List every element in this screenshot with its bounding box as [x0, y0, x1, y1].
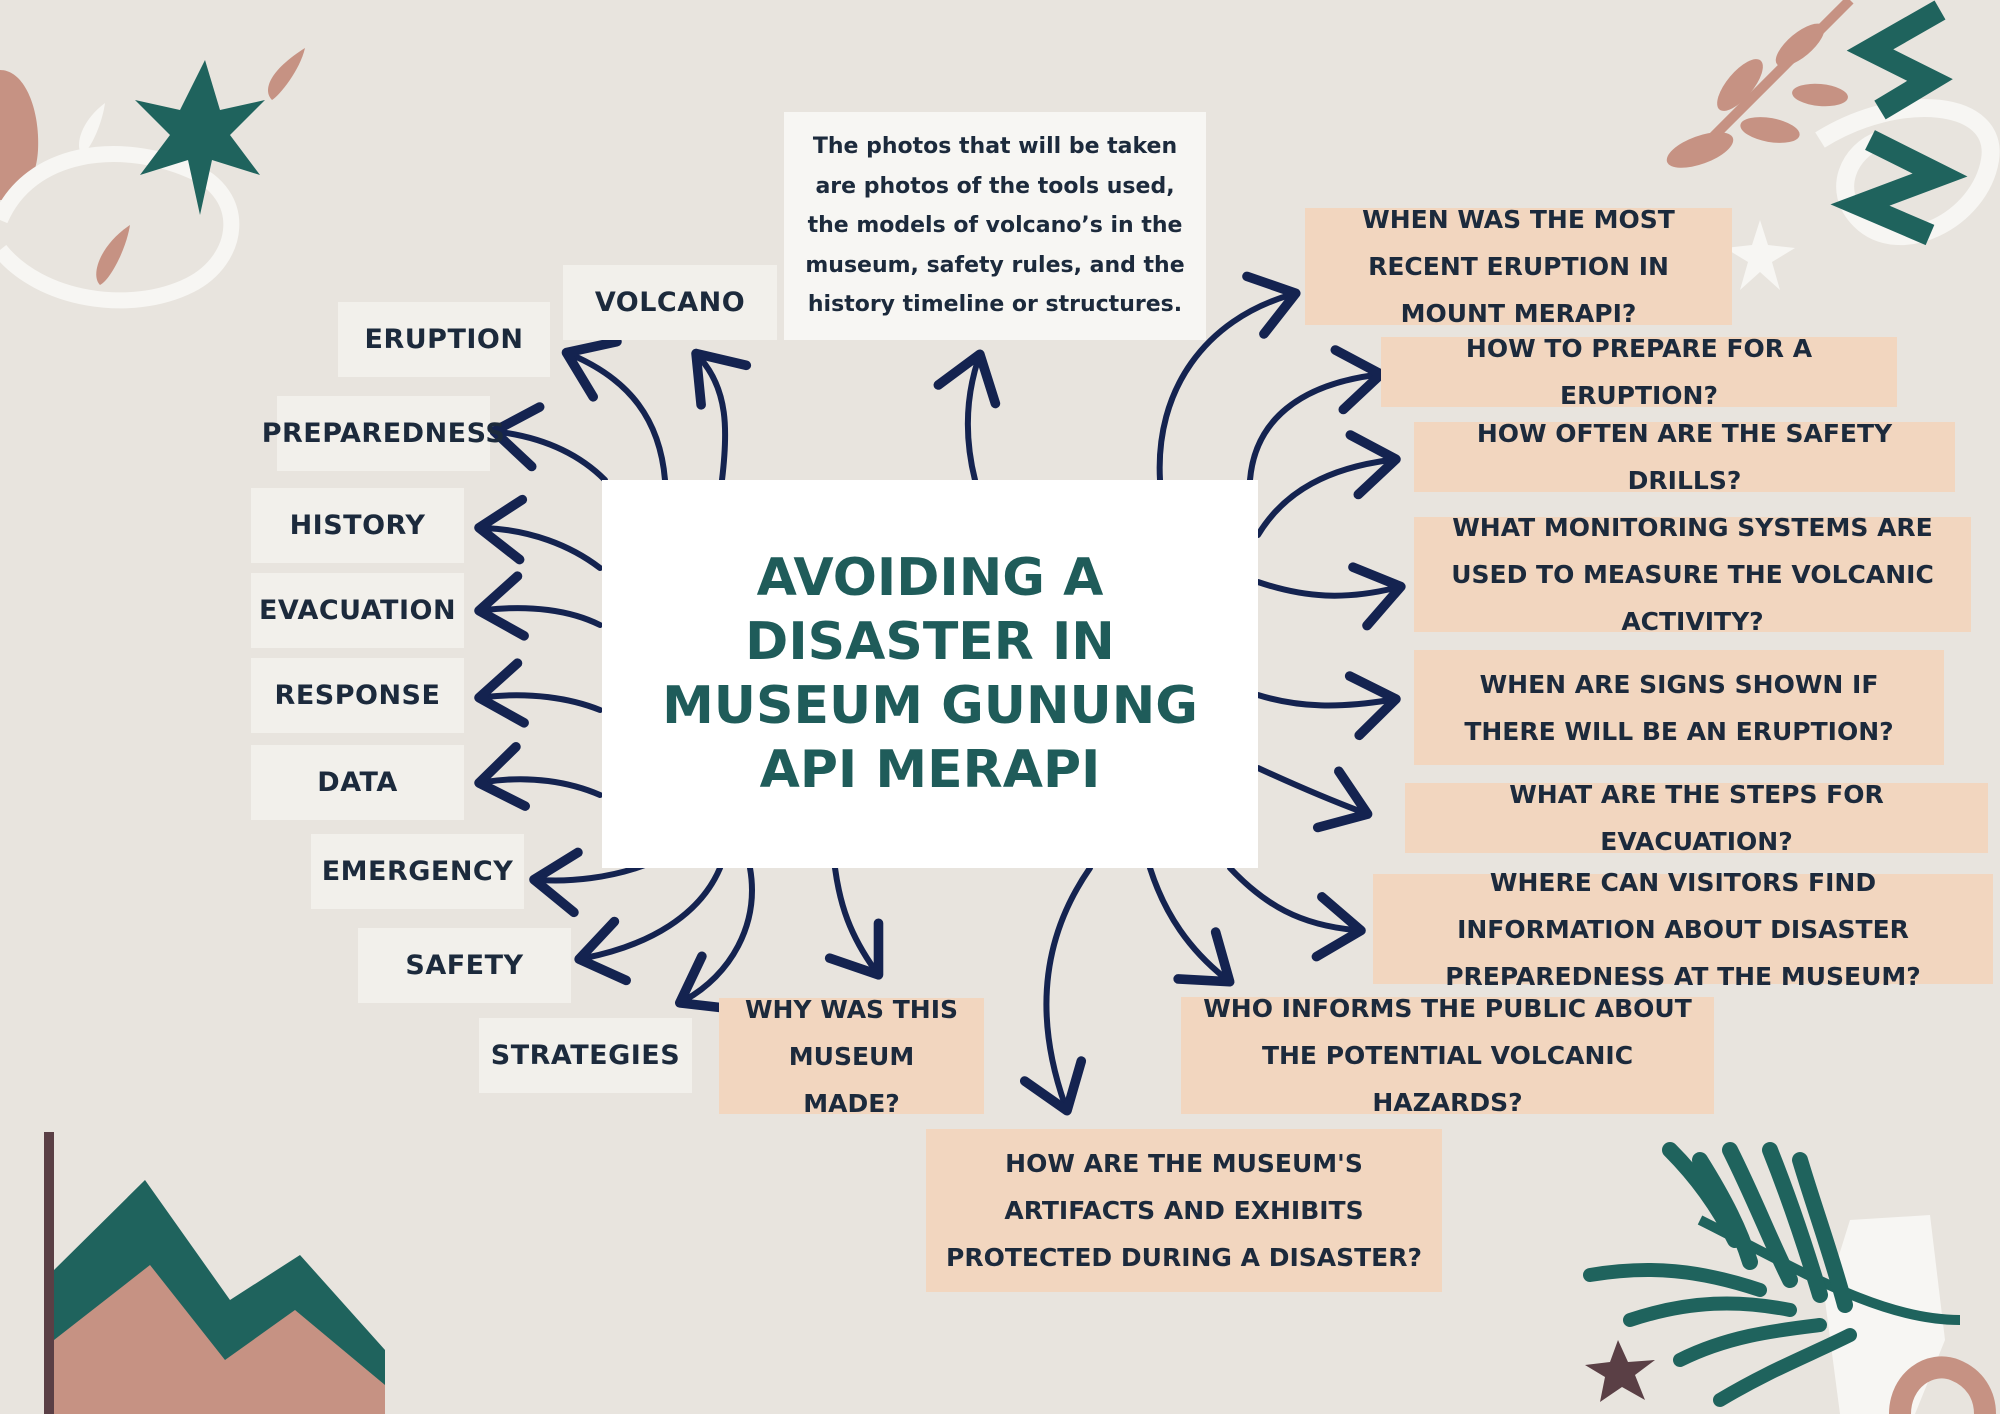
- question-monitoring: WHAT MONITORING SYSTEMS ARE USED TO MEAS…: [1414, 513, 1971, 636]
- arrow-to-artifacts: [1019, 865, 1093, 1116]
- question-prepare-text: HOW TO PREPARE FOR A ERUPTION?: [1465, 334, 1813, 410]
- question-monitoring-text: WHAT MONITORING SYSTEMS ARE USED TO MEAS…: [1451, 513, 1934, 636]
- photo-note-box: The photos that will be taken are photos…: [784, 112, 1206, 340]
- flag-pole-shape: [44, 1132, 54, 1414]
- keyword-evacuation: EVACUATION: [251, 573, 464, 648]
- keyword-emergency: EMERGENCY: [311, 834, 524, 909]
- keyword-response-label: RESPONSE: [274, 680, 441, 711]
- rose-drop-shape: [268, 48, 305, 100]
- keyword-emergency-label: EMERGENCY: [321, 856, 514, 887]
- teal-fern-leaf-shape: [1722, 1142, 1798, 1288]
- arrow-to-response: [474, 658, 603, 728]
- teal-zigzag-shape: [1830, 130, 1968, 246]
- arrow-to-why-made: [824, 865, 884, 980]
- arrow-to-data: [474, 742, 603, 811]
- rose-mountain-shape: [54, 1265, 385, 1414]
- keyword-safety: SAFETY: [358, 928, 571, 1003]
- question-signs-text: WHEN ARE SIGNS SHOWN IF THERE WILL BE AN…: [1464, 669, 1894, 746]
- arrow-to-evacuation: [474, 571, 603, 641]
- arrow-to-evacuation-steps: [1255, 765, 1373, 833]
- arrow-to-signs: [1255, 671, 1401, 741]
- question-signs: WHEN ARE SIGNS SHOWN IF THERE WILL BE AN…: [1414, 650, 1944, 765]
- question-information-text: WHERE CAN VISITORS FIND INFORMATION ABOU…: [1445, 867, 1921, 991]
- keyword-data: DATA: [251, 745, 464, 820]
- rose-leaf-shape: [0, 70, 39, 200]
- keyword-eruption-label: ERUPTION: [364, 324, 524, 355]
- center-title: AVOIDING A DISASTER IN MUSEUM GUNUNG API…: [662, 548, 1198, 800]
- rose-branch-shape: [1696, 0, 1854, 154]
- arrow-to-note: [933, 349, 1001, 483]
- rose-leaf-shape: [1717, 59, 1763, 111]
- teal-fern-leaf-shape: [1692, 1152, 1758, 1270]
- keyword-eruption: ERUPTION: [338, 302, 550, 377]
- keyword-volcano-label: VOLCANO: [594, 287, 746, 318]
- arrow-to-informs-public: [1147, 865, 1235, 987]
- teal-fern-leaf-shape: [1583, 1263, 1767, 1297]
- arrows: [474, 271, 1406, 1116]
- keyword-data-label: DATA: [317, 767, 398, 798]
- keyword-history: HISTORY: [251, 488, 464, 563]
- arrow-to-preparedness: [489, 402, 608, 483]
- question-recent-eruption-text: WHEN WAS THE MOST RECENT ERUPTION IN MOU…: [1362, 205, 1675, 328]
- keyword-preparedness: PREPAREDNESS: [262, 396, 505, 471]
- photo-note-text: The photos that will be taken are photos…: [805, 134, 1185, 318]
- arrow-to-prepare: [1247, 345, 1386, 483]
- question-prepare: HOW TO PREPARE FOR A ERUPTION?: [1381, 334, 1897, 410]
- rose-leaf-shape: [1792, 83, 1848, 107]
- question-recent-eruption: WHEN WAS THE MOST RECENT ERUPTION IN MOU…: [1305, 205, 1732, 328]
- question-informs-public-text: WHO INFORMS THE PUBLIC ABOUT THE POTENTI…: [1203, 994, 1692, 1117]
- arrow-to-information: [1227, 865, 1366, 962]
- arrow-to-eruption: [561, 336, 668, 483]
- rose-arch-shape: [1889, 1356, 1996, 1414]
- teal-fern-leaf-shape: [1623, 1296, 1797, 1327]
- arrow-to-monitoring: [1255, 562, 1406, 631]
- question-why-made: WHY WAS THIS MUSEUM MADE?: [719, 995, 984, 1118]
- rose-leaf-shape: [1666, 132, 1734, 168]
- rose-leaf-shape: [1775, 23, 1825, 67]
- keyword-safety-label: SAFETY: [405, 950, 524, 981]
- plum-star-shape: [1585, 1340, 1655, 1402]
- teal-zigzag-shape: [1846, 0, 1953, 120]
- question-artifacts-text: HOW ARE THE MUSEUM'S ARTIFACTS AND EXHIB…: [946, 1149, 1422, 1272]
- white-star-shape: [1725, 220, 1795, 290]
- keyword-evacuation-label: EVACUATION: [258, 595, 457, 626]
- question-informs-public: WHO INFORMS THE PUBLIC ABOUT THE POTENTI…: [1181, 994, 1714, 1117]
- arrow-to-drills: [1255, 430, 1401, 538]
- keyword-strategies-label: STRATEGIES: [490, 1040, 681, 1071]
- white-swirl-shape: [0, 146, 240, 309]
- arrow-to-safety: [574, 865, 723, 986]
- keyword-preparedness-label: PREPAREDNESS: [261, 418, 506, 449]
- keyword-response: RESPONSE: [251, 658, 464, 733]
- teal-fern-leaf-shape: [1792, 1152, 1853, 1313]
- teal-fern-leaf-shape: [1762, 1142, 1828, 1303]
- keyword-volcano: VOLCANO: [563, 265, 777, 340]
- question-drills: HOW OFTEN ARE THE SAFETY DRILLS?: [1414, 419, 1955, 495]
- white-drop-shape: [78, 103, 105, 155]
- keyword-strategies: STRATEGIES: [479, 1018, 692, 1093]
- arrow-to-strategies: [674, 865, 755, 1014]
- arrow-to-volcano: [691, 348, 752, 483]
- question-drills-text: HOW OFTEN ARE THE SAFETY DRILLS?: [1476, 419, 1893, 495]
- teal-fern-leaf-shape: [1673, 1318, 1827, 1367]
- rose-drop-shape: [96, 225, 130, 285]
- white-swirl-shape: [1815, 98, 2000, 246]
- question-why-made-text: WHY WAS THIS MUSEUM MADE?: [744, 994, 959, 1118]
- arrow-to-history: [474, 494, 603, 571]
- question-evacuation-steps: WHAT ARE THE STEPS FOR EVACUATION?: [1405, 780, 1988, 856]
- question-artifacts: HOW ARE THE MUSEUM'S ARTIFACTS AND EXHIB…: [926, 1129, 1442, 1292]
- question-information: WHERE CAN VISITORS FIND INFORMATION ABOU…: [1373, 868, 1993, 991]
- rose-leaf-shape: [1740, 117, 1800, 143]
- arrow-to-emergency: [529, 847, 648, 918]
- question-evacuation-steps-text: WHAT ARE THE STEPS FOR EVACUATION?: [1509, 780, 1884, 856]
- arrow-to-recent-eruption: [1156, 271, 1301, 483]
- teal-star-shape: [135, 60, 265, 215]
- teal-fern-leaf-shape: [1713, 1328, 1857, 1407]
- keyword-history-label: HISTORY: [289, 510, 426, 541]
- white-rock-shape: [1825, 1215, 1945, 1414]
- center-title-box: AVOIDING A DISASTER IN MUSEUM GUNUNG API…: [602, 480, 1258, 868]
